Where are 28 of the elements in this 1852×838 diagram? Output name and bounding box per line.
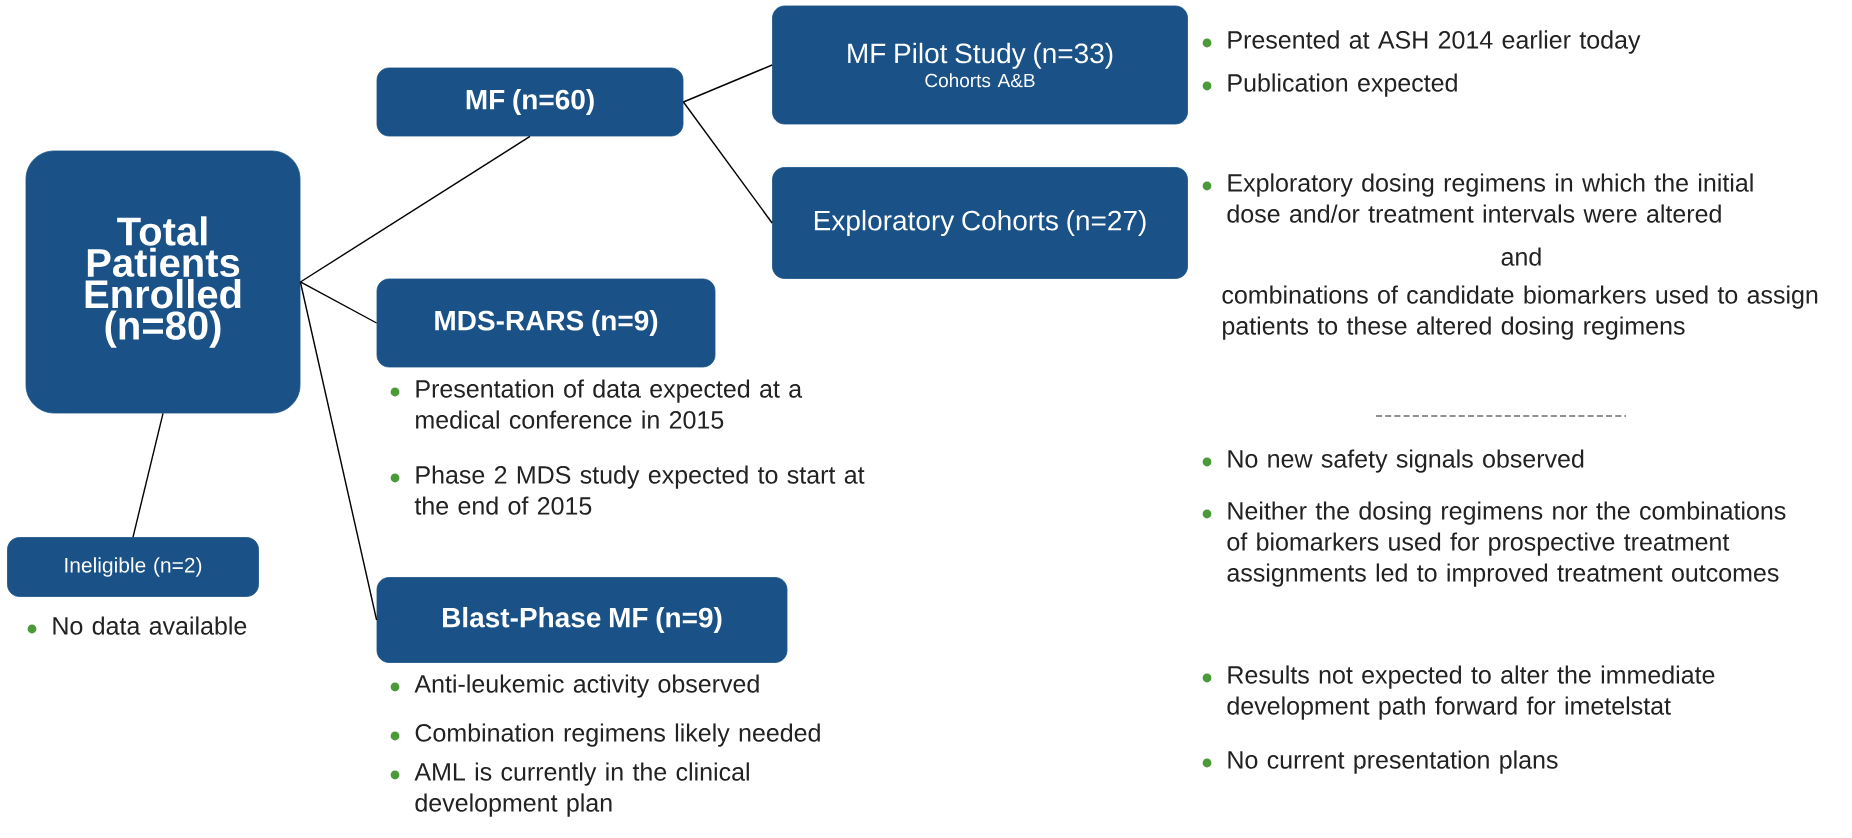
bullet-item: No data available	[27, 616, 247, 635]
bullet-item: Presentation of data expected at a medical conference in 2015	[390, 379, 803, 429]
bullet-item: Combination regimens likely needed	[390, 723, 820, 747]
rounded-box: MF (n=60)	[376, 67, 684, 137]
bullet-item: No new safety signals observed	[1202, 449, 1584, 473]
rounded-box: MDS-RARS (n=9)	[376, 278, 716, 368]
connector-line	[299, 281, 378, 621]
bullet-item: Exploratory dosing regimens in which the initial dose and/or treatment intervals were altered	[1202, 173, 1753, 223]
rounded-box: Blast-Phase MF (n=9)	[376, 577, 788, 663]
rounded-box: Total Patients Enrolled (n=80)	[25, 150, 301, 414]
note-text: and	[1501, 247, 1541, 266]
connector-line	[132, 412, 164, 538]
connector-line	[299, 135, 531, 283]
bullet-item: Anti-leukemic activity observed	[390, 674, 759, 698]
bullet-item: Presented at ASH 2014 earlier today	[1202, 30, 1641, 54]
connector-line	[299, 281, 378, 324]
connector-line	[682, 101, 773, 224]
bullet-item: No current presentation plans	[1202, 750, 1558, 774]
bullet-item: Publication expected	[1202, 73, 1457, 97]
bullet-item: Phase 2 MDS study expected to start at the end of 2015	[390, 465, 865, 515]
bullet-item: AML is currently in the clinical development plan	[390, 762, 749, 817]
rounded-box: Exploratory Cohorts (n=27)	[772, 167, 1188, 279]
rounded-box: Ineligible (n=2)	[7, 537, 259, 597]
bullet-item: Neither the dosing regimens nor the combinations of biomarkers used for prospective treatment assignments led to improved treatment outcomes	[1202, 501, 1786, 587]
rounded-box: MF Pilot Study (n=33) Cohorts A&B	[772, 5, 1188, 125]
bullet-item: Results not expected to alter the immediate development path forward for imetelstat	[1202, 665, 1715, 720]
note-text: combinations of candidate biomarkers used to assign patients to these altered dosing regimens	[1222, 285, 1818, 340]
connector-line	[682, 64, 773, 103]
